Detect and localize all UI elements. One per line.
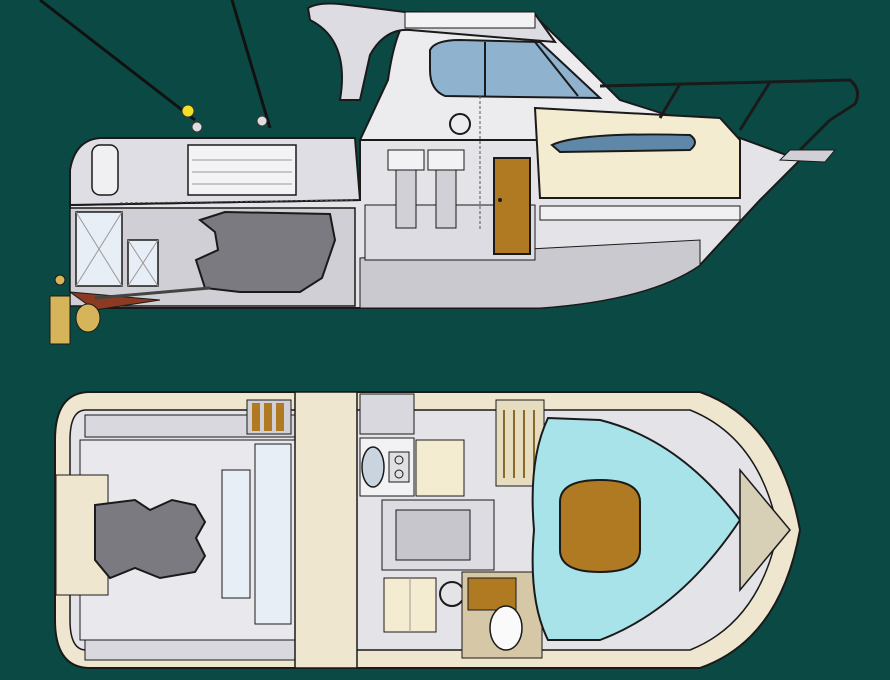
cockpit-bench [187,144,297,196]
prop-shaft [94,286,211,300]
bow-anchor-locker [739,467,791,593]
cabin-door [493,157,531,255]
galley-seat [415,439,465,497]
propeller-icon [75,303,101,333]
sink-icon [361,446,385,488]
rod-reel-icon [191,121,203,133]
swim-ladder-icon [54,274,66,286]
bulkhead-walkway [294,391,358,669]
berth-insert [559,478,641,574]
outboard-cowling [91,144,119,196]
toilet-icon [489,605,523,651]
engine-hatch [221,469,251,599]
windscreen [429,38,603,100]
helm-seat [387,149,425,171]
bow-pulpit [778,149,837,163]
fishing-rods [39,0,272,133]
engine-block-plan [94,498,207,580]
fishing-float-icon [181,104,195,118]
steering-wheel-icon [449,113,471,135]
fishing-rod-left [39,0,196,122]
deck-plan-view [54,391,802,669]
bow-rail [599,78,860,152]
galley-cabinet [359,393,415,435]
cabin-porthole [550,133,696,154]
companion-seat [427,149,465,171]
helm-seat-pedestal [395,169,417,229]
shower-grate [467,577,517,611]
side-profile-view [39,0,860,345]
engine-block [194,210,337,293]
deck-line [119,199,356,204]
companion-seat-pedestal [435,169,457,229]
rod-reel-icon [256,115,268,127]
cockpit-bench-plan [254,443,292,625]
rubbing-strake [539,205,741,221]
door-handle-icon [498,198,502,202]
rudder [49,295,71,345]
fishing-rod-right [230,0,272,129]
stove-icon [388,451,410,483]
roof-hatch [404,11,536,29]
forward-cabin-deck [533,106,741,199]
cockpit-side-shelf [84,639,296,661]
